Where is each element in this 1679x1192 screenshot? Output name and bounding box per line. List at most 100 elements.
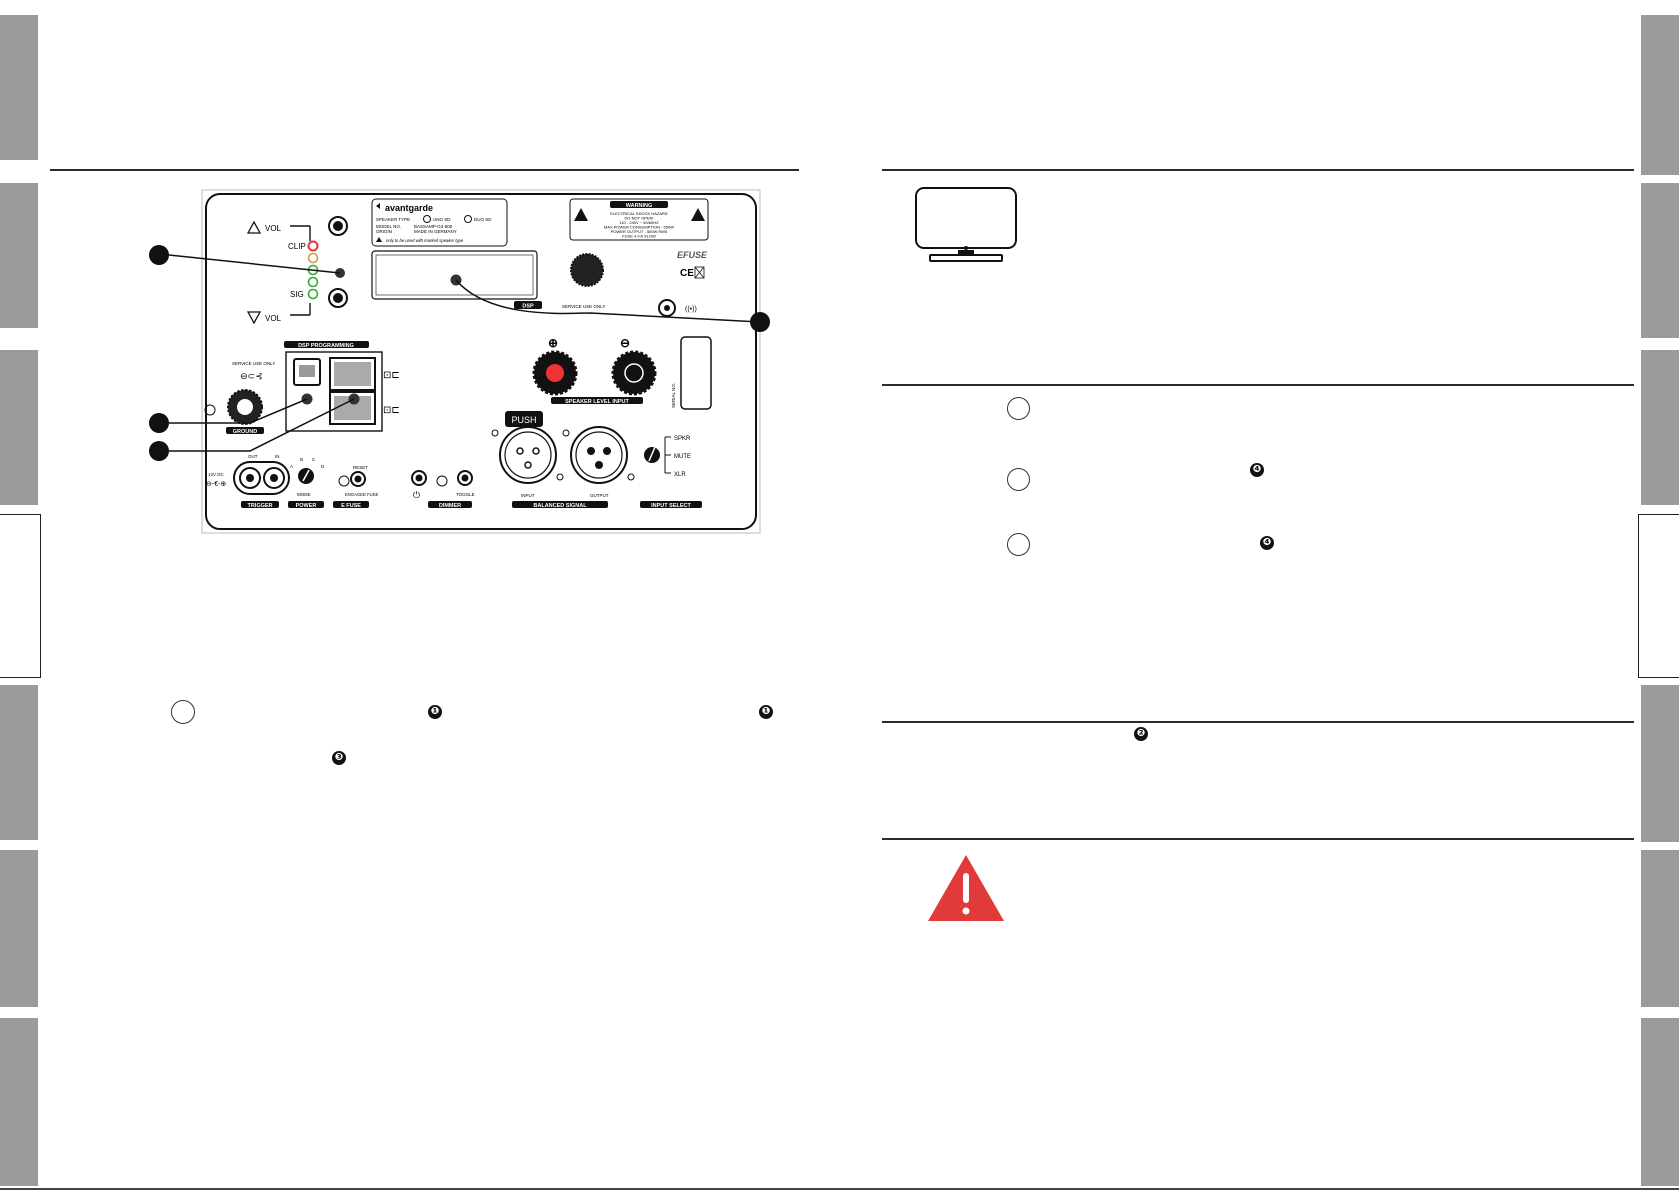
rule-left-top xyxy=(50,169,799,171)
svg-text:BASSAMP-G3-500: BASSAMP-G3-500 xyxy=(414,224,453,229)
network-icon: ⊡⊏ xyxy=(383,405,400,416)
side-tab-left-6[interactable] xyxy=(0,850,38,1007)
svg-text:POWER OUTPUT - 500W RMS: POWER OUTPUT - 500W RMS xyxy=(611,229,668,234)
svg-text:SPEAKER LEVEL INPUT: SPEAKER LEVEL INPUT xyxy=(565,399,629,405)
service-knob[interactable] xyxy=(570,253,604,287)
svg-text:12V DC: 12V DC xyxy=(208,472,225,477)
svg-text:MODE: MODE xyxy=(297,492,311,497)
clip-led xyxy=(307,240,319,252)
svg-text:⊖-€-⊕: ⊖-€-⊕ xyxy=(206,481,226,488)
hazard-warning-icon xyxy=(691,208,705,221)
svg-text:MADE IN GERMANY: MADE IN GERMANY xyxy=(414,229,457,234)
svg-text:BALANCED SIGNAL: BALANCED SIGNAL xyxy=(533,503,587,509)
step-badge-left xyxy=(171,700,195,724)
svg-text:PUSH: PUSH xyxy=(511,415,536,425)
side-tab-right-active[interactable] xyxy=(1638,514,1679,678)
ref-number-1: ❶ xyxy=(428,705,442,719)
side-tab-right-1[interactable] xyxy=(1641,15,1679,175)
wireless-icon: ((•)) xyxy=(685,306,697,313)
step-badge-right-1 xyxy=(1007,397,1030,420)
monitor-icon xyxy=(915,187,1017,262)
svg-text:C: C xyxy=(312,457,316,462)
vol-up-button[interactable]: VOL xyxy=(246,216,348,241)
svg-text:E FUSE: E FUSE xyxy=(341,503,361,509)
amplifier-rear-panel-diagram: VOL CLIP SIG VOL avantgarde SPEAKER TYPE… xyxy=(149,189,770,534)
rule-right-3 xyxy=(882,721,1634,723)
input-select-switch[interactable] xyxy=(644,436,671,474)
svg-text:SERVICE USE ONLY: SERVICE USE ONLY xyxy=(232,361,275,366)
svg-text:INPUT SELECT: INPUT SELECT xyxy=(651,503,691,509)
ref-number-4b: ❹ xyxy=(1260,536,1274,550)
svg-text:SPKR: SPKR xyxy=(674,436,691,442)
side-tab-right-5[interactable] xyxy=(1641,685,1679,842)
sig-led xyxy=(307,288,319,300)
svg-text:DUO SD: DUO SD xyxy=(474,217,492,222)
rule-right-4 xyxy=(882,838,1634,840)
svg-text:TOGGLE: TOGGLE xyxy=(456,492,475,497)
page-bottom-line xyxy=(0,1188,1679,1190)
svg-text:OUTPUT: OUTPUT xyxy=(590,493,609,498)
svg-text:RESET: RESET xyxy=(353,465,368,470)
svg-text:DSP PROGRAMMING: DSP PROGRAMMING xyxy=(298,343,354,349)
svg-text:INPUT: INPUT xyxy=(521,493,535,498)
ref-number-4: ❹ xyxy=(1250,463,1264,477)
side-tab-left-1[interactable] xyxy=(0,15,38,160)
svg-text:POWER: POWER xyxy=(296,503,317,509)
svg-text:A: A xyxy=(290,464,293,469)
step-badge-right-3 xyxy=(1007,533,1030,556)
usb-icon: ⊖⊂⊰ xyxy=(240,371,263,381)
side-tab-right-6[interactable] xyxy=(1641,850,1679,1007)
network-icon: ⊡⊏ xyxy=(383,370,400,381)
ref-number-2: ❷ xyxy=(1134,727,1148,741)
rule-right-2 xyxy=(882,384,1634,386)
svg-text:SPEAKER TYPE: SPEAKER TYPE xyxy=(376,217,410,222)
xlr-input[interactable] xyxy=(499,426,557,484)
svg-text:MODEL NO.: MODEL NO. xyxy=(376,224,401,229)
svg-text:ENGAGED FUSE: ENGAGED FUSE xyxy=(345,492,378,497)
svg-text:DIMMER: DIMMER xyxy=(439,503,461,509)
svg-text:⊕: ⊕ xyxy=(548,336,558,350)
svg-text:DO NOT OPEN!: DO NOT OPEN! xyxy=(624,216,653,221)
svg-text:GROUND: GROUND xyxy=(233,429,257,435)
side-tab-left-2[interactable] xyxy=(0,183,38,328)
ref-number-3: ❸ xyxy=(332,751,346,765)
side-tab-left-active[interactable] xyxy=(0,514,41,678)
svg-text:CLIP: CLIP xyxy=(288,242,306,251)
svg-text:SIG: SIG xyxy=(290,290,304,299)
svg-text:110 - 240V ~ 50/60HZ: 110 - 240V ~ 50/60HZ xyxy=(619,220,659,225)
rule-right-top xyxy=(882,169,1634,171)
svg-text:MUTE: MUTE xyxy=(674,454,691,460)
svg-text:avantgarde: avantgarde xyxy=(385,203,433,213)
svg-text:VOL: VOL xyxy=(265,224,282,233)
step-badge-right-2 xyxy=(1007,468,1030,491)
vol-down-button[interactable]: VOL xyxy=(246,288,348,325)
svg-text:EFUSE: EFUSE xyxy=(677,250,708,260)
ground-icon xyxy=(204,404,216,416)
ref-number-1b: ❶ xyxy=(759,705,773,719)
svg-text:SERIAL NO.: SERIAL NO. xyxy=(671,383,676,408)
svg-text:SERVICE USE ONLY: SERVICE USE ONLY xyxy=(562,304,605,309)
svg-text:TRIGGER: TRIGGER xyxy=(247,503,272,509)
shock-warning-icon xyxy=(574,208,588,221)
svg-text:UNO SD: UNO SD xyxy=(433,217,451,222)
xlr-output[interactable] xyxy=(570,426,628,484)
engaged-fuse-led xyxy=(338,475,350,487)
svg-text:⊖: ⊖ xyxy=(620,336,630,350)
side-tab-right-7[interactable] xyxy=(1641,1018,1679,1186)
svg-text:OUT: OUT xyxy=(248,454,258,459)
svg-text:B: B xyxy=(300,457,303,462)
svg-text:only to be used with marked sp: only to be used with marked speaker type xyxy=(386,238,464,243)
side-tab-left-3[interactable] xyxy=(0,350,38,505)
svg-text:WARNING: WARNING xyxy=(626,203,653,209)
power-icon: ⏻ xyxy=(413,490,420,500)
svg-text:XLR: XLR xyxy=(674,472,686,478)
svg-text:CE: CE xyxy=(680,268,694,279)
svg-text:FUSE 4.0 A SLOW: FUSE 4.0 A SLOW xyxy=(622,234,656,239)
side-tab-left-5[interactable] xyxy=(0,685,38,840)
svg-text:D: D xyxy=(321,464,325,469)
side-tab-right-3[interactable] xyxy=(1641,350,1679,505)
side-tab-left-7[interactable] xyxy=(0,1018,38,1186)
svg-text:IN: IN xyxy=(275,454,280,459)
svg-text:ORIGIN: ORIGIN xyxy=(376,229,392,234)
side-tab-right-2[interactable] xyxy=(1641,183,1679,338)
